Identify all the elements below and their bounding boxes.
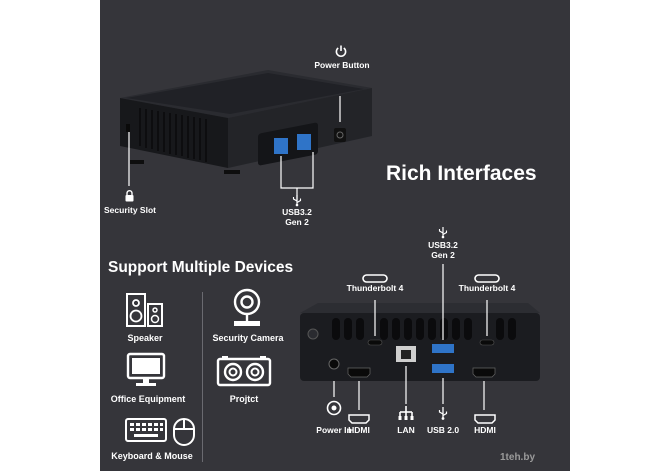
hdmi-left-label: HDMI [348, 425, 370, 435]
device-label-projector: Projtct [229, 394, 259, 404]
usb-icon [438, 227, 448, 239]
usb20-label: USB 2.0 [426, 425, 460, 435]
device-label-office-equipment: Office Equipment [110, 394, 186, 404]
device-label-security-camera: Security Camera [212, 333, 284, 343]
lan-label: LAN [397, 425, 415, 435]
watermark: 1teh.by [500, 452, 536, 463]
power-button-label: Power Button [314, 60, 370, 70]
thunderbolt-right-label: Thunderbolt 4 [458, 283, 516, 293]
security-slot-label: Security Slot [104, 205, 156, 215]
power-in-icon [326, 400, 342, 416]
lan-icon [398, 406, 414, 420]
device-divider [202, 292, 203, 462]
usb32-rear-label-line2: Gen 2 [431, 250, 455, 260]
lock-icon [125, 190, 134, 202]
security-camera-icon [233, 288, 261, 326]
usb32-front-label-line1: USB3.2 [282, 207, 312, 217]
mini-pc-front-image [120, 70, 372, 200]
usb32-front-label-line2: Gen 2 [285, 217, 309, 227]
thunderbolt-port-icon [362, 274, 388, 283]
monitor-icon [126, 352, 166, 386]
keyboard-mouse-icon [125, 418, 195, 446]
device-label-keyboard-mouse: Keyboard & Mouse [111, 451, 193, 461]
thunderbolt-port-icon [474, 274, 500, 283]
rich-interfaces-heading: Rich Interfaces [386, 162, 537, 185]
hdmi-icon [348, 414, 370, 424]
device-label-speaker: Speaker [127, 333, 163, 343]
product-panel: Power Button Security Slot USB3.2 Gen 2 … [100, 0, 570, 471]
hdmi-right-label: HDMI [474, 425, 496, 435]
power-icon [335, 45, 347, 57]
mini-pc-rear-image [300, 264, 540, 410]
speaker-icon [126, 293, 163, 327]
usb-icon [438, 407, 448, 420]
thunderbolt-left-label: Thunderbolt 4 [346, 283, 404, 293]
power-in-label: Power In [316, 425, 352, 435]
usb-icon [292, 195, 302, 207]
projector-icon [216, 356, 272, 387]
usb32-rear-label-line1: USB3.2 [428, 240, 458, 250]
support-devices-heading: Support Multiple Devices [108, 259, 294, 276]
hdmi-icon [474, 414, 496, 424]
